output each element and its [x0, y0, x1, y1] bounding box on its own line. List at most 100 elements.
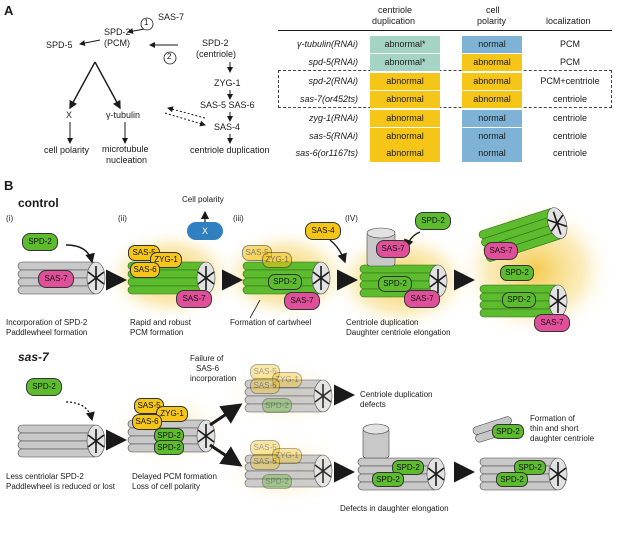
pathway-x: X [66, 110, 73, 120]
caption-i-a: Incorporation of SPD-2 [6, 318, 88, 327]
sas7-protein-blob: SAS-7 [284, 292, 320, 310]
polarity-cell: abnormal [462, 90, 522, 108]
pathway-cell-polarity: cell polarity [44, 145, 90, 155]
duplication-cell: abnormal* [370, 36, 440, 53]
caption-iv-a: Centriole duplication [346, 318, 419, 327]
caption-i-b: Paddlewheel formation [6, 328, 88, 337]
spd2-protein-blob: SPD-2 [26, 378, 62, 396]
caption-ii-b: PCM formation [130, 328, 184, 337]
caption-dupdef-1: Centriole duplication [360, 390, 433, 399]
duplication-cell: abnormal* [370, 53, 440, 71]
pathway-gamma-tubulin: γ-tubulin [106, 110, 141, 120]
polarity-cell: normal [462, 36, 522, 53]
spd2-protein-blob: SPD-2 [372, 472, 404, 487]
caption-s2-a: Delayed PCM formation [132, 472, 217, 481]
caption-fail-2: SAS-6 [196, 364, 220, 373]
duplication-cell: abnormal [370, 127, 440, 145]
stage-ii: (ii) [118, 214, 127, 223]
pathway-sas7: SAS-7 [158, 12, 185, 22]
caption-thin-2: thin and short [530, 424, 579, 433]
header-localization: localization [546, 16, 591, 26]
header-duplication-2: duplication [372, 16, 416, 26]
sas6-protein-blob: SAS-6 [132, 414, 162, 430]
caption-thin-3: daughter centriole [530, 434, 595, 443]
header-polarity-2: polarity [477, 16, 507, 26]
dashed-box [278, 70, 612, 108]
table-top-rule [278, 30, 612, 31]
table-row-label: sas-5(RNAi) [308, 130, 358, 141]
stage-iv: (IV) [345, 214, 358, 223]
spd2-protein-blob: SPD-2 [268, 274, 302, 290]
caption-iv-b: Daughter centriole elongation [346, 328, 451, 337]
sas7-protein-blob: SAS-7 [376, 240, 410, 258]
table-row-label: sas-6(or1167ts) [295, 148, 358, 158]
pathway-centriole-duplication: centriole duplication [190, 145, 270, 155]
panel-a-letter: A [4, 3, 14, 18]
table-row-label: spd-2(RNAi) [308, 76, 358, 86]
spd2-protein-blob: SPD-2 [502, 292, 536, 308]
polarity-cell: abnormal [462, 53, 522, 71]
table-row-label: sas-7(or452ts) [299, 93, 358, 104]
stage-i: (i) [6, 214, 14, 223]
table-row-label: zyg-1(RNAi) [308, 113, 358, 123]
polarity-cell: normal [462, 110, 522, 127]
caption-iii: Formation of cartwheel [230, 318, 312, 327]
localization-cell: centriole [552, 130, 588, 141]
sas7-protein-blob: SAS-7 [404, 290, 440, 308]
pathway-nucleation: nucleation [106, 155, 148, 165]
duplication-cell: abnormal [370, 73, 440, 90]
x-blob: X [187, 222, 223, 240]
pathway-sas5-sas6: SAS-5 SAS-6 [200, 100, 255, 110]
spd2-protein-blob: SPD-2 [262, 398, 292, 413]
pathway-spd2-centriole-sub: (centriole) [196, 49, 237, 59]
cell-polarity-label: Cell polarity [182, 195, 224, 204]
sas7-protein-blob: SAS-7 [534, 314, 570, 332]
sas6-protein-blob: SAS-6 [250, 454, 280, 470]
spd2-protein-blob: SPD-2 [154, 440, 184, 455]
sas6-protein-blob: SAS-6 [250, 378, 280, 394]
sas7-title: sas-7 [18, 350, 49, 364]
localization-cell: centriole [552, 113, 588, 123]
spd2-protein-blob: SPD-2 [154, 428, 184, 443]
localization-cell: PCM [560, 39, 580, 49]
caption-dupdef-2: defects [360, 400, 386, 409]
duplication-cell: abnormal [370, 145, 440, 162]
pathway-spd5: SPD-5 [46, 40, 73, 50]
polarity-cell: normal [462, 145, 522, 162]
pathway-spd2-centriole: SPD-2 [202, 38, 229, 48]
header-duplication-1: centriole [378, 5, 413, 15]
pathway-microtubule: microtubule [102, 144, 149, 154]
panel-b-letter: B [4, 178, 14, 193]
duplication-cell: abnormal [370, 90, 440, 108]
spd2-protein-blob: SPD-2 [378, 276, 412, 292]
spd2-protein-blob: SPD-2 [492, 424, 524, 439]
caption-s1-a: Less centriolar SPD-2 [6, 472, 84, 481]
caption-s2-b: Loss of cell polarity [132, 482, 201, 491]
sas7-protein-blob: SAS-7 [176, 290, 212, 308]
table-row-label: spd-5(RNAi) [308, 56, 358, 67]
pathway-spd2-pcm-sub: (PCM) [104, 38, 130, 48]
caption-ii-a: Rapid and robust [130, 318, 191, 327]
caption-elong: Defects in daughter elongation [340, 504, 449, 513]
spd2-protein-blob: SPD-2 [415, 212, 451, 230]
zyg1-protein-blob: ZYG-1 [262, 252, 292, 268]
sas6-protein-blob: SAS-6 [130, 262, 160, 278]
sas7-protein-blob: SAS-7 [484, 242, 518, 260]
circle-1-label: 1 [144, 18, 149, 27]
spd2-protein-blob: SPD-2 [514, 460, 546, 475]
pathway-sas4: SAS-4 [214, 122, 241, 132]
polarity-cell: abnormal [462, 73, 522, 90]
pathway-arrows [67, 17, 233, 144]
localization-cell: PCM [560, 56, 580, 67]
caption-s1-b: Paddlewheel is reduced or lost [6, 482, 115, 491]
localization-cell: PCM+centriole [540, 76, 600, 86]
caption-fail-1: Failure of [190, 354, 224, 363]
spd2-protein-blob: SPD-2 [392, 460, 424, 475]
spd2-protein-blob: SPD-2 [262, 474, 292, 489]
sas7-protein-blob: SAS-7 [38, 270, 74, 288]
stage-iii: (iii) [233, 214, 244, 223]
pathway-zyg1: ZYG-1 [214, 78, 241, 88]
spd2-protein-blob: SPD-2 [22, 233, 58, 251]
localization-cell: centriole [552, 148, 588, 158]
localization-cell: centriole [552, 93, 588, 104]
